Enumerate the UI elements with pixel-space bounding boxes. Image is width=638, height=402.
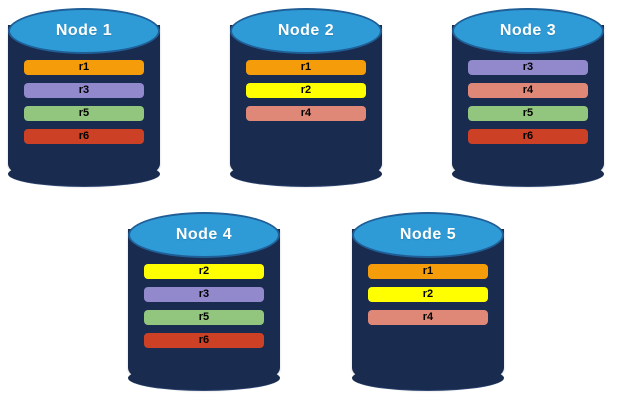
shard-label: r1 — [78, 61, 90, 73]
shard-label: r5 — [522, 107, 534, 119]
shard-bar[interactable]: r6 — [467, 129, 589, 144]
cylinder-top-ellipse: Node 2 — [230, 8, 382, 54]
database-cylinder-icon: Node 1 — [8, 8, 160, 187]
shard-label: r6 — [522, 130, 534, 142]
node-5[interactable]: Node 5 r1 r2 r4 — [352, 212, 504, 391]
shard-list: r1 r3 r5 r6 — [8, 60, 160, 144]
node-title: Node 3 — [499, 22, 557, 39]
shard-list: r3 r4 r5 r6 — [452, 60, 604, 144]
shard-bar[interactable]: r2 — [143, 264, 265, 279]
cylinder-bottom-ellipse — [452, 161, 604, 187]
shard-label: r6 — [198, 334, 210, 346]
database-cylinder-icon: Node 4 — [128, 212, 280, 391]
cylinder-bottom-ellipse — [8, 161, 160, 187]
shard-label: r1 — [300, 61, 312, 73]
shard-label: r4 — [422, 311, 434, 323]
shard-label: r2 — [422, 288, 434, 300]
shard-bar[interactable]: r1 — [245, 60, 367, 75]
node-3[interactable]: Node 3 r3 r4 r5 r6 — [452, 8, 604, 187]
node-title: Node 5 — [399, 226, 457, 243]
database-cylinder-icon: Node 3 — [452, 8, 604, 187]
node-1[interactable]: Node 1 r1 r3 r5 r6 — [8, 8, 160, 187]
cylinder-top-ellipse: Node 3 — [452, 8, 604, 54]
shard-bar[interactable]: r1 — [367, 264, 489, 279]
shard-list: r1 r2 r4 — [230, 60, 382, 121]
shard-bar[interactable]: r2 — [367, 287, 489, 302]
database-cylinder-icon: Node 2 — [230, 8, 382, 187]
node-title: Node 1 — [55, 22, 113, 39]
shard-label: r1 — [422, 265, 434, 277]
shard-bar[interactable]: r3 — [23, 83, 145, 98]
shard-list: r2 r3 r5 r6 — [128, 264, 280, 348]
node-title: Node 2 — [277, 22, 335, 39]
shard-label: r3 — [522, 61, 534, 73]
shard-label: r5 — [198, 311, 210, 323]
shard-label: r4 — [300, 107, 312, 119]
shard-bar[interactable]: r4 — [467, 83, 589, 98]
shard-bar[interactable]: r4 — [245, 106, 367, 121]
shard-bar[interactable]: r4 — [367, 310, 489, 325]
shard-bar[interactable]: r1 — [23, 60, 145, 75]
cylinder-top-ellipse: Node 5 — [352, 212, 504, 258]
cylinder-top-ellipse: Node 4 — [128, 212, 280, 258]
cylinder-bottom-ellipse — [352, 365, 504, 391]
shard-bar[interactable]: r6 — [23, 129, 145, 144]
shard-bar[interactable]: r6 — [143, 333, 265, 348]
shard-label: r3 — [198, 288, 210, 300]
cylinder-bottom-ellipse — [230, 161, 382, 187]
shard-bar[interactable]: r2 — [245, 83, 367, 98]
shard-label: r6 — [78, 130, 90, 142]
shard-label: r5 — [78, 107, 90, 119]
shard-label: r4 — [522, 84, 534, 96]
node-2[interactable]: Node 2 r1 r2 r4 — [230, 8, 382, 187]
shard-bar[interactable]: r5 — [143, 310, 265, 325]
node-title: Node 4 — [175, 226, 233, 243]
shard-bar[interactable]: r5 — [467, 106, 589, 121]
shard-bar[interactable]: r5 — [23, 106, 145, 121]
shard-bar[interactable]: r3 — [143, 287, 265, 302]
shard-label: r2 — [198, 265, 210, 277]
shard-list: r1 r2 r4 — [352, 264, 504, 325]
cylinder-body — [452, 25, 604, 187]
cylinder-top-ellipse: Node 1 — [8, 8, 160, 54]
shard-label: r2 — [300, 84, 312, 96]
node-4[interactable]: Node 4 r2 r3 r5 r6 — [128, 212, 280, 391]
shard-bar[interactable]: r3 — [467, 60, 589, 75]
shard-label: r3 — [78, 84, 90, 96]
cylinder-bottom-ellipse — [128, 365, 280, 391]
database-cylinder-icon: Node 5 — [352, 212, 504, 391]
